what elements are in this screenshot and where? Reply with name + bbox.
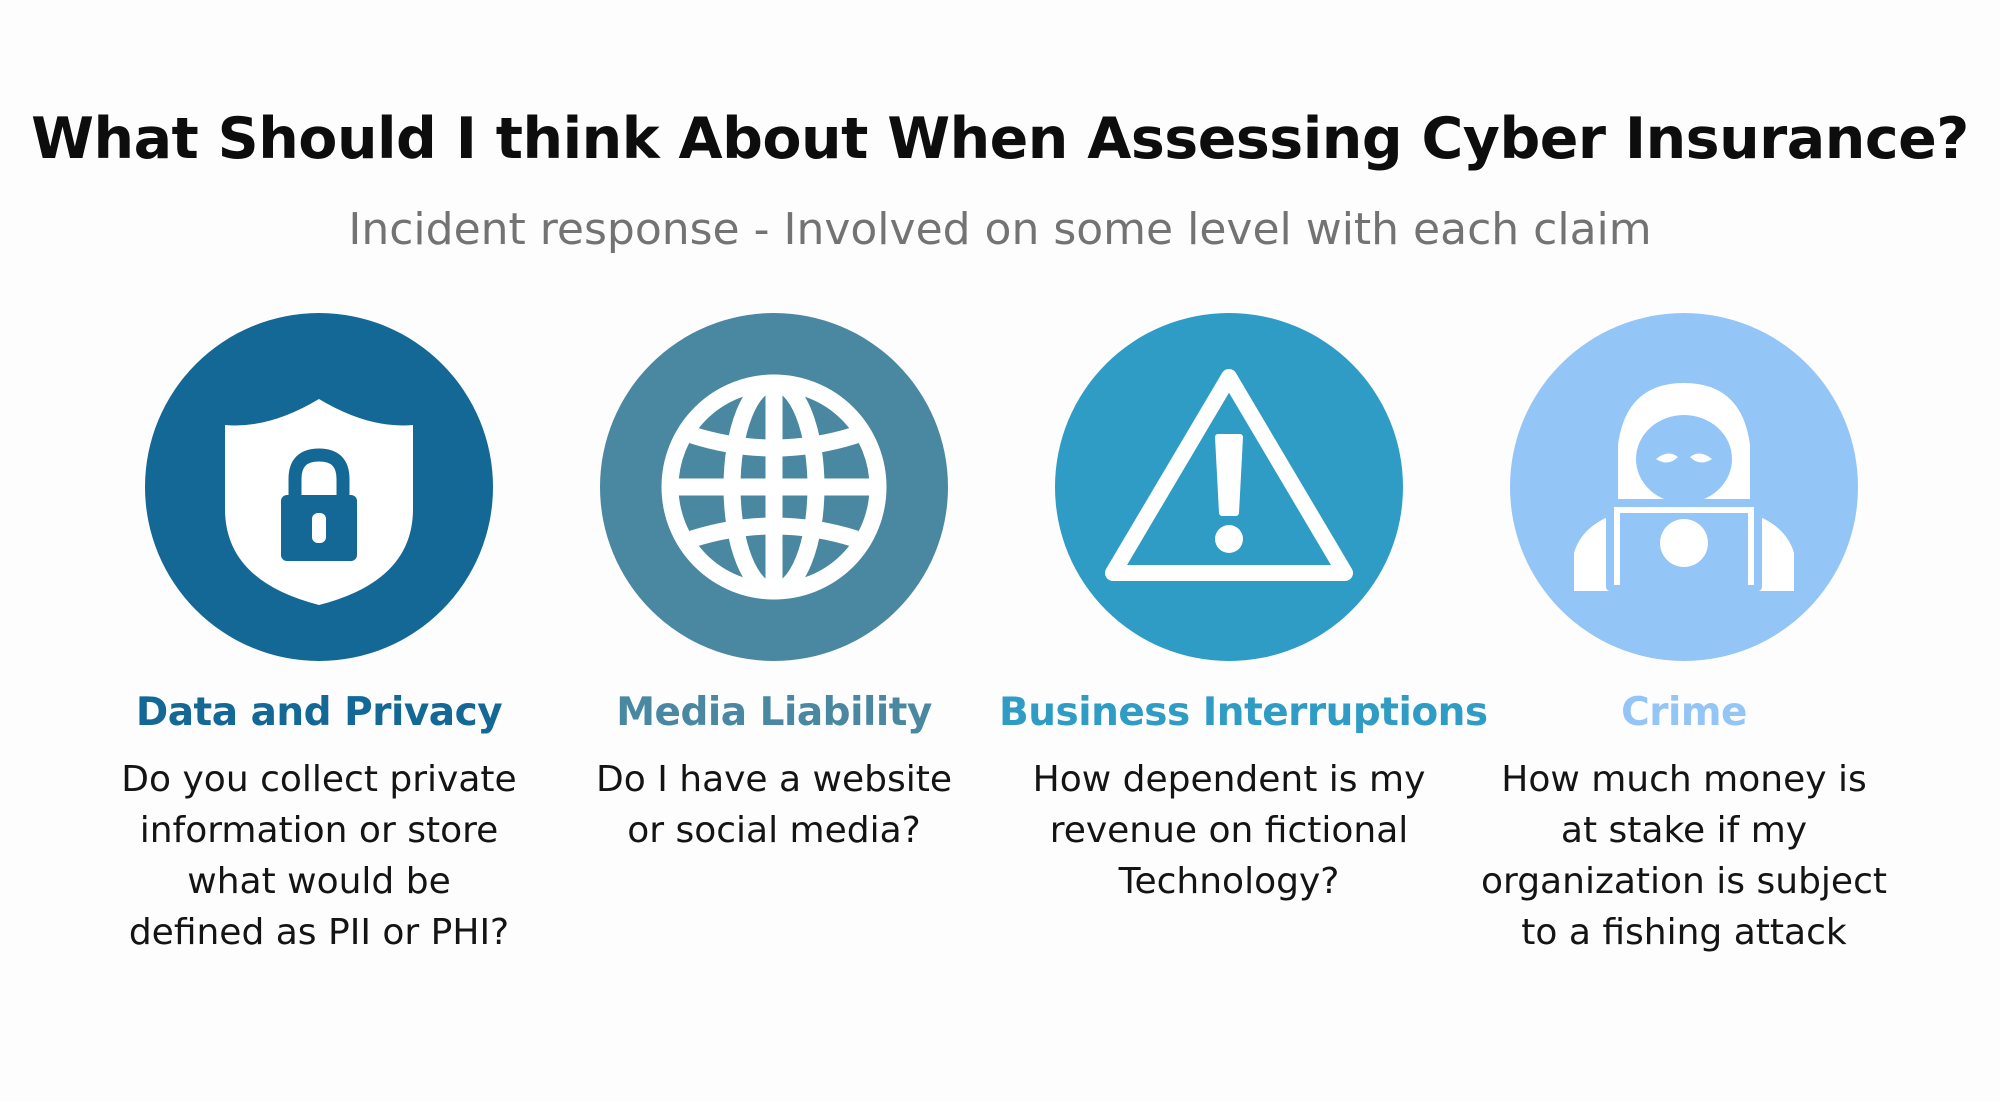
card-description-line: to a fishing attack	[1521, 912, 1847, 953]
card-title: Crime	[1621, 690, 1747, 735]
shield-lock-svg	[225, 399, 413, 605]
globe-icon	[600, 313, 948, 661]
card-crime: Crime How much money is at stake if my o…	[1454, 0, 1914, 1102]
card-title: Media Liability	[616, 690, 932, 735]
card-description-line: Do I have a website	[596, 759, 952, 800]
card-description-line: information or store	[139, 810, 499, 851]
page-subtitle: Incident response - Involved on some lev…	[348, 204, 1652, 255]
card-description-line: Technology?	[1118, 861, 1340, 902]
page-title: What Should I think About When Assessing…	[31, 106, 1969, 172]
globe-svg	[661, 374, 887, 600]
card-data-privacy: Data and Privacy Do you collect private …	[89, 0, 549, 1102]
card-title: Business Interruptions	[999, 690, 1488, 735]
card-description-line: what would be	[187, 861, 451, 902]
card-description-line: Do you collect private	[121, 759, 517, 800]
card-description-line: defined as PII or PHI?	[128, 912, 510, 953]
card-description: Do you collect private information or st…	[89, 754, 549, 958]
hacker-laptop-icon	[1510, 313, 1858, 661]
card-description-line: or social media?	[627, 810, 921, 851]
card-description-line: How much money is	[1501, 759, 1867, 800]
shield-lock-icon	[145, 313, 493, 661]
card-media-liability: Media Liability Do I have a website or s…	[544, 0, 1004, 1102]
card-description: Do I have a website or social media?	[544, 754, 1004, 856]
warning-triangle-icon	[1055, 313, 1403, 661]
warning-triangle-svg	[1105, 369, 1353, 581]
card-description-line: organization is subject	[1481, 861, 1887, 902]
card-description-line: How dependent is my	[1032, 759, 1426, 800]
card-business-interruptions: Business Interruptions How dependent is …	[999, 0, 1488, 1102]
card-description-line: revenue on fictional	[1049, 810, 1409, 851]
card-description-line: at stake if my	[1560, 810, 1808, 851]
hacker-laptop-svg	[1574, 383, 1794, 591]
card-title: Data and Privacy	[135, 690, 503, 735]
card-description: How dependent is my revenue on fictional…	[999, 754, 1459, 907]
card-description: How much money is at stake if my organiz…	[1454, 754, 1914, 958]
